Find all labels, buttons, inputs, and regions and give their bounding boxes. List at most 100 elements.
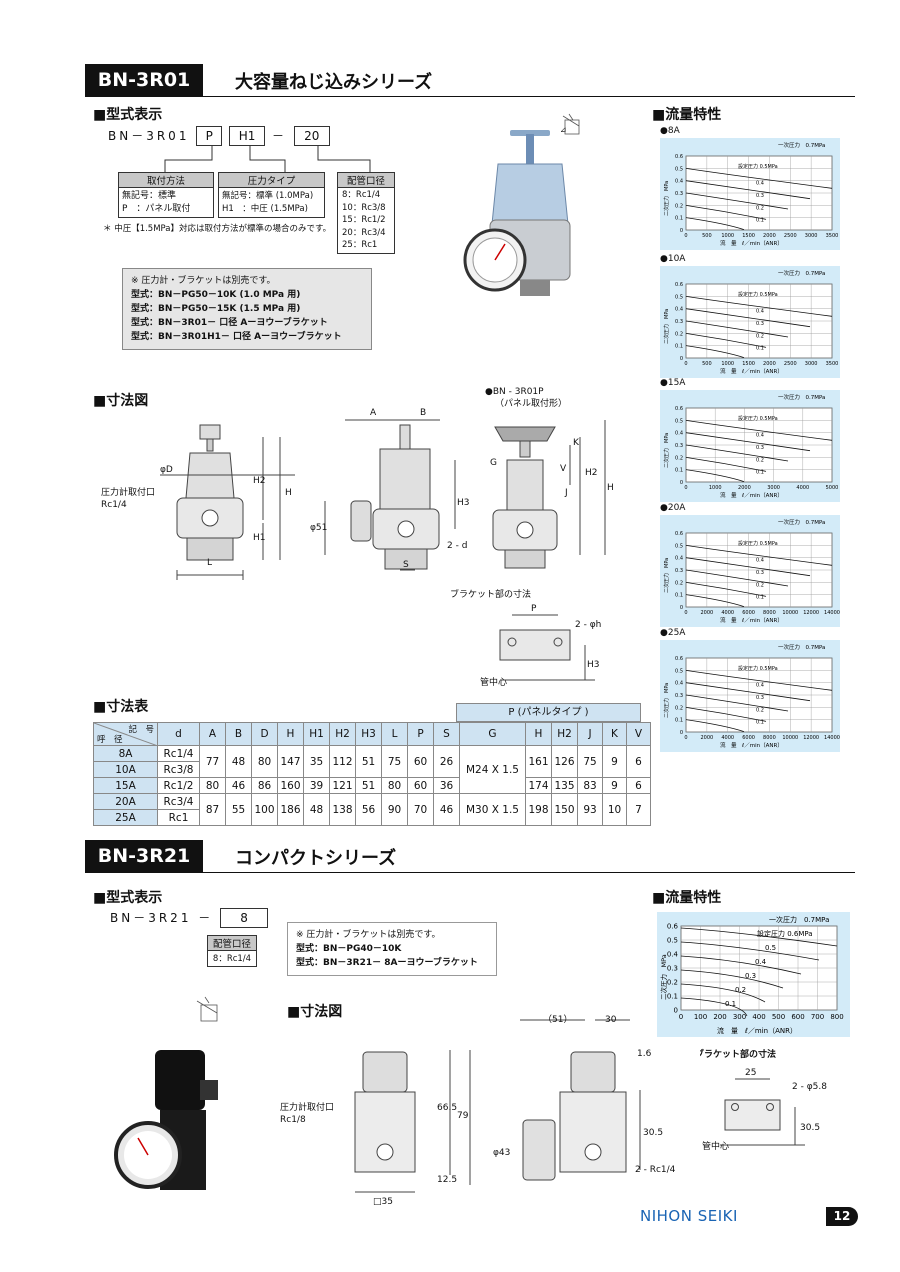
dim-L: L	[207, 558, 212, 568]
pressure-l2: H1 ：中圧 (1.5MPa)	[222, 204, 308, 214]
corner-top: 記 号	[128, 725, 154, 735]
flow-curve	[680, 927, 838, 947]
dim-G: G	[490, 458, 497, 468]
col-header: D	[251, 722, 278, 746]
model-prefix: BN－3R01	[108, 129, 190, 143]
cell: 46	[433, 793, 460, 826]
x-tick: 3500	[826, 233, 839, 239]
x-tick: 8000	[763, 735, 776, 741]
section-header-bn3r01: BN-3R01 大容量ねじ込みシリーズ	[85, 64, 855, 97]
note-line: 型式：BN－PG40－10K	[296, 944, 402, 954]
cell: 48	[225, 745, 252, 778]
curve-label: 0.1	[725, 1000, 736, 1008]
y-tick: 0	[680, 480, 683, 486]
dim-phi51: φ51	[310, 523, 327, 533]
dim-phi43: φ43	[493, 1148, 510, 1158]
col-header: H	[525, 722, 552, 746]
x-tick: 500	[772, 1013, 785, 1021]
svg-text:⊿: ⊿	[560, 125, 567, 134]
note-line: ※ 圧力計・ブラケットは別売です。	[296, 930, 441, 940]
x-tick: 0	[684, 610, 687, 616]
x-tick: 2000	[763, 233, 776, 239]
port-title-2: 配管口径	[208, 936, 256, 951]
y-tick: 0.5	[667, 937, 678, 945]
accessory-note-2: ※ 圧力計・ブラケットは別売です。 型式：BN－PG40－10K 型式：BN－3…	[287, 922, 497, 976]
row-size: 15A	[93, 777, 158, 794]
y-tick: 0.2	[675, 705, 683, 711]
bracket-title-2: ブラケット部の寸法	[700, 1048, 776, 1060]
col-header: K	[602, 722, 627, 746]
flow-curve	[685, 594, 745, 608]
cell: 9	[602, 745, 627, 778]
cell: 6	[626, 745, 651, 778]
flow-chart-label: ●25A	[660, 628, 686, 638]
dim-gauge-port: 圧力計取付口	[101, 486, 155, 498]
curve-label: 0.1	[756, 595, 764, 601]
cell: 174	[525, 777, 552, 794]
port-item: 15：Rc1/2	[342, 215, 386, 225]
cell: 126	[551, 745, 578, 778]
dim-gauge-port-size: Rc1/4	[101, 500, 127, 510]
series-name: 大容量ねじ込みシリーズ	[235, 72, 433, 93]
flow-curve	[685, 320, 789, 338]
bracket-H3: H3	[587, 660, 600, 670]
dim-2d: 2 - d	[447, 541, 467, 551]
dim-665: 66.5	[437, 1103, 457, 1113]
x-tick: 4000	[721, 610, 734, 616]
curve-label: 0.1	[756, 218, 764, 224]
y-label: 二次圧力 MPa	[663, 683, 670, 718]
flow-curve	[685, 444, 789, 462]
curve-label: 0.2	[756, 707, 764, 713]
port-item: 25：Rc1	[342, 240, 378, 250]
model-connector-lines	[164, 146, 371, 174]
x-tick: 800	[830, 1013, 843, 1021]
flow-curve	[685, 204, 767, 220]
cell: 60	[407, 745, 434, 778]
accessory-note: ※ 圧力計・ブラケットは別売です。 型式：BN－PG50－10K (1.0 MP…	[122, 268, 372, 350]
cell: 186	[277, 793, 304, 826]
curve-label: 0.3	[756, 695, 764, 701]
x-label: 流 量 ℓ／min（ANR）	[720, 367, 783, 375]
y-tick: 0.5	[675, 166, 683, 172]
cell: 138	[329, 793, 356, 826]
cell-d: Rc1/4	[157, 745, 200, 762]
cell: 60	[407, 777, 434, 794]
flow-curve	[680, 997, 748, 1017]
cell: 7	[626, 793, 651, 826]
y-tick: 0.2	[675, 203, 683, 209]
curve-label: 0.2	[735, 986, 746, 994]
set-pressure-label: 設定圧力 0.6MPa	[757, 929, 813, 938]
y-tick: 0.4	[675, 179, 683, 185]
curve-label: 0.3	[756, 321, 764, 327]
x-tick: 1000	[709, 485, 722, 491]
x-tick: 14000	[824, 610, 840, 616]
x-label: 流 量 ℓ／min（ANR）	[720, 616, 783, 624]
panel-caption2: （パネル取付形）	[495, 399, 568, 409]
port-item: 8：Rc1/4	[342, 190, 381, 200]
y-tick: 0.1	[675, 593, 683, 599]
x-tick: 0	[679, 1013, 683, 1021]
dim-16: 1.6	[637, 1049, 652, 1059]
flow-curve	[685, 308, 811, 328]
cell: 56	[355, 793, 382, 826]
cell: 87	[199, 793, 226, 826]
y-tick: 0.3	[675, 568, 683, 574]
note-line: 型式：BN－3R01H1－ 口径 Aーヨウーブラケット	[131, 332, 342, 342]
cell-G: M30 X 1.5	[459, 793, 526, 826]
port-box-2: 配管口径 8：Rc1/4	[207, 935, 257, 967]
compact-regulator-photo	[114, 1050, 218, 1190]
y-tick: 0.3	[675, 693, 683, 699]
port-title: 配管口径	[338, 173, 394, 188]
dim-H1: H1	[253, 533, 266, 543]
curve-label: 0.4	[756, 683, 764, 689]
col-header: S	[433, 722, 460, 746]
model-label-2: ■型式表示	[93, 890, 163, 906]
bracket-height: 30.5	[800, 1123, 820, 1133]
chart-title: 一次圧力 0.7MPa	[778, 393, 825, 401]
dim-H2: H2	[253, 476, 266, 486]
x-tick: 14000	[824, 735, 840, 741]
y-label: 二次圧力 MPa	[663, 309, 670, 344]
pressure-box: 圧力タイプ 無記号：標準 (1.0MPa)H1 ：中圧 (1.5MPa)	[218, 172, 325, 218]
